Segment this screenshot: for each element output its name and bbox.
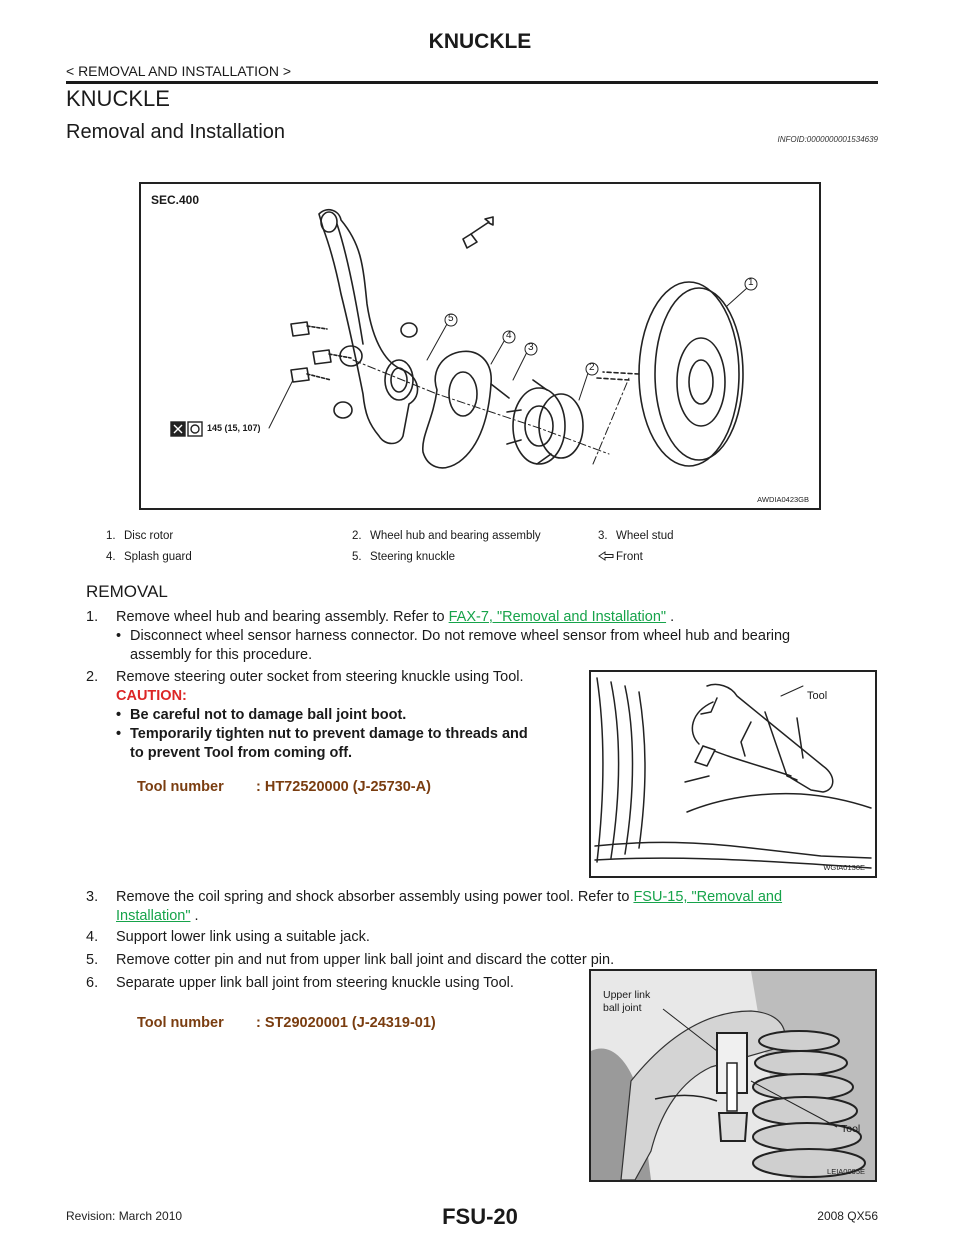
figure-code: WGIA0130E (823, 863, 865, 872)
step-4: 4. Support lower link using a suitable j… (86, 928, 878, 947)
legend-num: 2. (352, 530, 362, 542)
step-3: 3. Remove the coil spring and shock abso… (86, 888, 878, 926)
bullet-text-cont: assembly for this procedure. (130, 647, 313, 663)
step-6: 6. Separate upper link ball joint from s… (86, 974, 582, 993)
step-5: 5. Remove cotter pin and nut from upper … (86, 951, 878, 970)
legend-num: 3. (598, 530, 608, 542)
tool-number-value: : HT72520000 (J-25730-A) (256, 779, 431, 795)
step-2: 2. Remove steering outer socket from ste… (86, 668, 582, 763)
callout-5: 5 (448, 313, 454, 324)
knuckle-assembly-drawing (170, 208, 758, 469)
legend-label: Wheel hub and bearing assembly (370, 530, 541, 542)
callout-4: 4 (506, 330, 512, 341)
figure-sec-label: SEC.400 (151, 193, 200, 207)
header-rule (66, 81, 878, 84)
step-number: 3. (86, 889, 99, 905)
page-title: KNUCKLE (66, 86, 170, 111)
ref-link-fsu15-cont[interactable]: Installation" (116, 908, 191, 924)
page-number: FSU-20 (442, 1204, 518, 1229)
bullet-text: Disconnect wheel sensor harness connecto… (130, 628, 791, 644)
step-number: 1. (86, 609, 99, 625)
callout-2: 2 (589, 362, 595, 373)
step-number: 4. (86, 929, 99, 945)
ref-link-fax7[interactable]: FAX-7, "Removal and Installation" (448, 609, 667, 625)
legend-label: Disc rotor (124, 530, 174, 542)
legend-label: Front (616, 551, 643, 563)
ref-link-fsu15[interactable]: FSU-15, "Removal and (633, 889, 783, 905)
legend-num: 1. (106, 530, 116, 542)
ball-joint-separator-figure: Tool WGIA0130E (589, 670, 877, 878)
parts-legend: 1. Disc rotor 2. Wheel hub and bearing a… (106, 530, 726, 572)
figure-ball-joint-label: Upper link ball joint (603, 989, 651, 1014)
step-text: Separate upper link ball joint from stee… (116, 975, 514, 991)
callout-3: 3 (528, 342, 534, 353)
step-1: 1. Remove wheel hub and bearing assembly… (86, 608, 878, 665)
step-tail: . (670, 609, 675, 625)
tool-number-value: : ST29020001 (J-24319-01) (256, 1015, 436, 1031)
caution-item-2: • Temporarily tighten nut to prevent dam… (116, 726, 528, 761)
footer-model: 2008 QX56 (817, 1209, 878, 1223)
legend-label: Splash guard (124, 551, 192, 563)
step-text: Remove steering outer socket from steeri… (116, 669, 524, 685)
upper-link-ball-joint-figure: Upper link ball joint Tool LEIA0095E (589, 969, 877, 1182)
header-title: KNUCKLE (428, 30, 532, 53)
figure-tool-label: Tool (807, 690, 828, 702)
tool-number-label: Tool number (137, 1015, 224, 1031)
callout-1: 1 (748, 277, 754, 288)
step-text: Remove wheel hub and bearing assembly. R… (116, 609, 445, 625)
torque-value: 145 (15, 107) (207, 423, 261, 433)
legend-label: Wheel stud (616, 530, 674, 542)
tool-number-label: Tool number (137, 779, 224, 795)
info-id: INFOID:0000000001534639 (777, 135, 878, 144)
legend-label: Steering knuckle (370, 551, 456, 563)
step-tail: . (194, 908, 199, 924)
footer-revision: Revision: March 2010 (66, 1209, 183, 1223)
figure-code: AWDIA0423GB (757, 495, 809, 504)
removal-heading: REMOVAL (86, 582, 168, 601)
figure-tool-label: Tool (841, 1123, 861, 1135)
legend-num: 4. (106, 551, 116, 563)
caution-item-1: • Be careful not to damage ball joint bo… (116, 707, 407, 723)
page-subtitle: Removal and Installation (66, 121, 286, 143)
legend-num: 5. (352, 551, 362, 563)
step-number: 5. (86, 952, 99, 968)
step-text: Remove the coil spring and shock absorbe… (116, 889, 630, 905)
bullet-icon: • (116, 628, 122, 644)
figure-code: LEIA0095E (827, 1167, 865, 1176)
step-text: Support lower link using a suitable jack… (116, 929, 370, 945)
knuckle-exploded-figure: SEC.400 (139, 182, 821, 510)
tool-photo-drawing (594, 677, 872, 869)
header-section: < REMOVAL AND INSTALLATION > (66, 63, 292, 79)
step-text: Remove cotter pin and nut from upper lin… (116, 952, 615, 968)
step-number: 6. (86, 975, 99, 991)
caution-label: CAUTION: (116, 688, 187, 704)
upper-link-photo-drawing (591, 971, 875, 1180)
step-number: 2. (86, 669, 99, 685)
front-arrow-icon (598, 551, 616, 572)
